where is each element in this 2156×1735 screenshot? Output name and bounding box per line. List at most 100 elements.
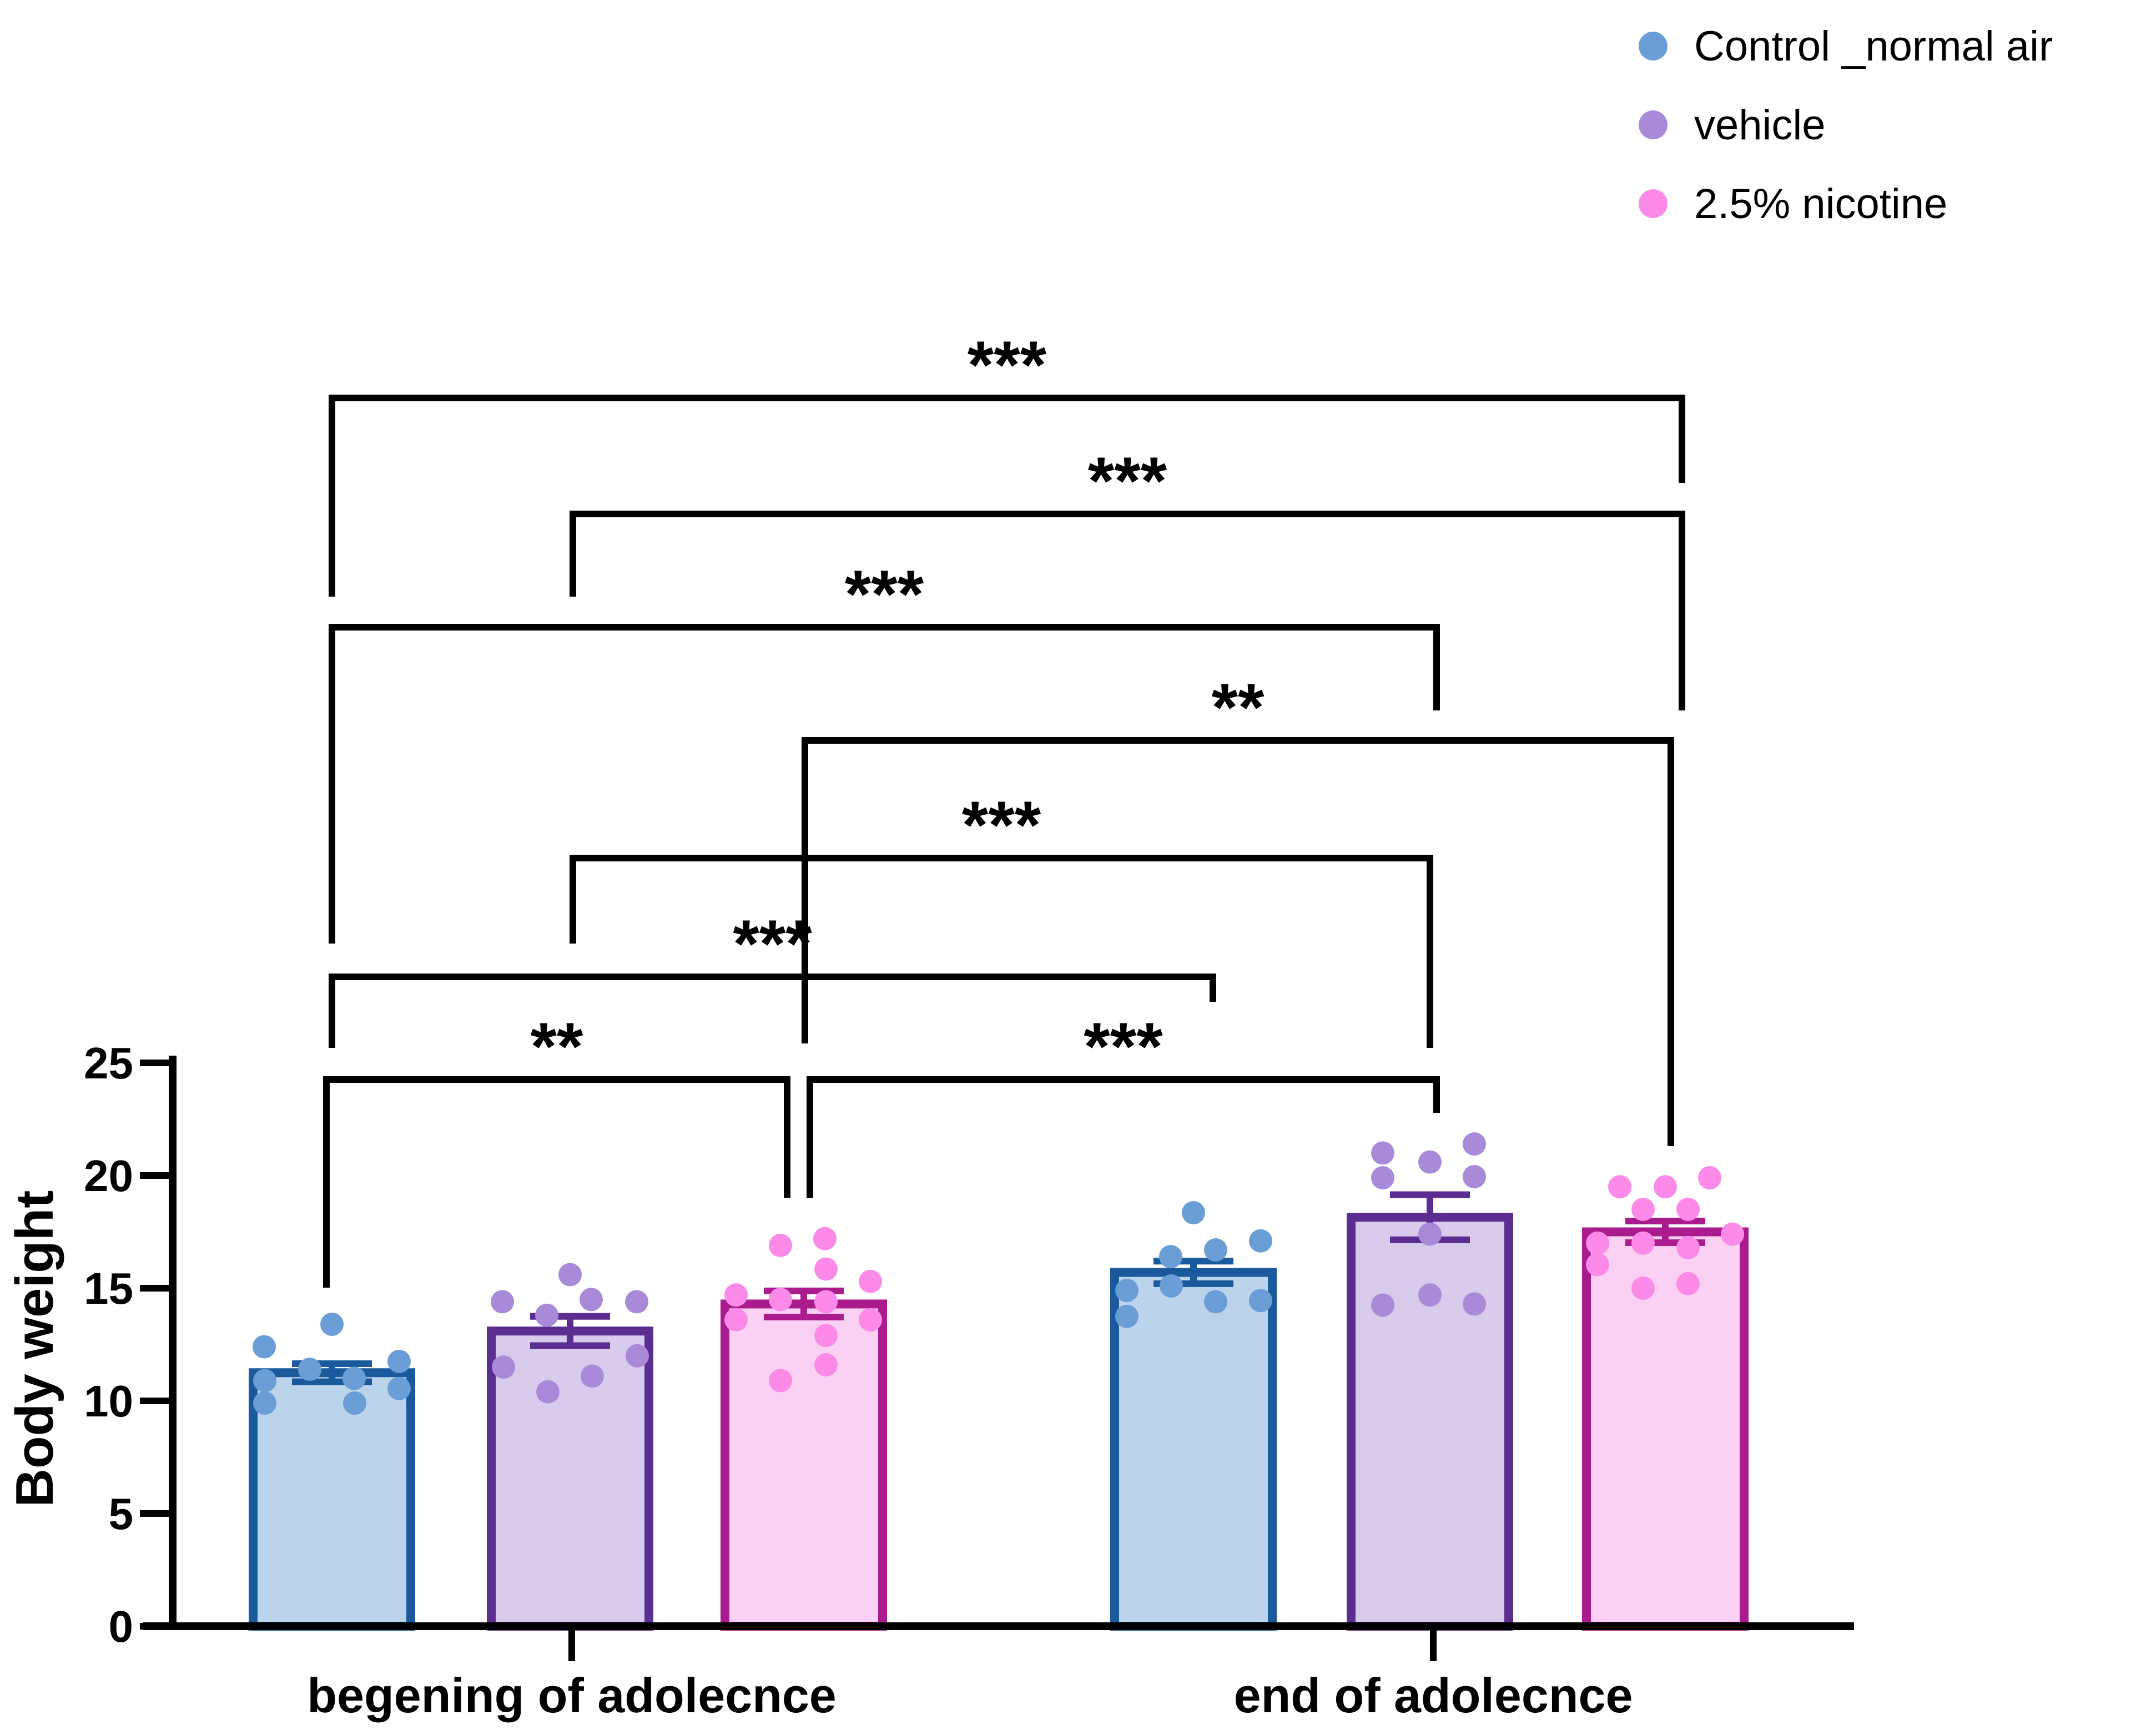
- y-axis-tick: [140, 1172, 169, 1179]
- data-point: [320, 1312, 344, 1336]
- significance-bracket: [807, 1076, 1440, 1198]
- y-axis-tick: [140, 1285, 169, 1292]
- data-point: [1160, 1274, 1183, 1298]
- data-point: [1115, 1279, 1139, 1303]
- legend-label-vehicle: vehicle: [1694, 101, 1826, 149]
- y-tick-label: 5: [109, 1489, 134, 1539]
- data-point: [536, 1380, 560, 1404]
- data-point: [1115, 1304, 1139, 1328]
- legend-item-nicotine: 2.5% nicotine: [1639, 173, 2053, 234]
- y-tick-label: 25: [84, 1038, 133, 1088]
- data-point: [1418, 1283, 1442, 1307]
- data-point: [769, 1233, 792, 1257]
- data-point: [253, 1391, 276, 1415]
- data-point: [1608, 1175, 1631, 1199]
- legend-label-nicotine: 2.5% nicotine: [1694, 180, 1948, 228]
- significance-stars: **: [531, 1008, 583, 1084]
- legend-marker-nicotine-icon: [1639, 189, 1668, 218]
- bar: [249, 1368, 415, 1631]
- data-point: [769, 1288, 792, 1312]
- x-axis-line: [143, 1622, 1854, 1630]
- data-point: [1676, 1197, 1700, 1221]
- data-point: [387, 1349, 411, 1373]
- data-point: [1631, 1277, 1655, 1300]
- data-point: [1676, 1235, 1700, 1259]
- data-point: [491, 1290, 514, 1314]
- bar: [1110, 1268, 1277, 1631]
- data-point: [724, 1308, 748, 1331]
- data-point: [581, 1364, 604, 1388]
- legend-item-control: Control _normal air: [1639, 16, 2053, 77]
- data-point: [1631, 1197, 1655, 1221]
- data-point: [1721, 1222, 1744, 1246]
- significance-stars: ***: [733, 906, 812, 981]
- significance-stars: ***: [1088, 443, 1167, 518]
- data-point: [1586, 1253, 1609, 1277]
- data-point: [814, 1257, 838, 1281]
- significance-stars: ***: [962, 787, 1041, 863]
- data-point: [1249, 1229, 1272, 1253]
- bar: [487, 1327, 653, 1631]
- y-axis-tick: [140, 1060, 169, 1066]
- data-point: [859, 1269, 882, 1293]
- data-point: [814, 1353, 838, 1377]
- data-point: [1182, 1201, 1205, 1224]
- significance-bracket: [329, 624, 1440, 944]
- data-point: [342, 1366, 366, 1390]
- data-point: [1676, 1272, 1700, 1295]
- data-point: [814, 1324, 838, 1348]
- data-point: [813, 1227, 837, 1250]
- y-axis-title: Body weight: [5, 1191, 64, 1507]
- significance-bracket: [802, 737, 1674, 1146]
- legend-marker-vehicle-icon: [1639, 110, 1668, 139]
- y-tick-label: 15: [84, 1264, 133, 1313]
- data-point: [1463, 1132, 1486, 1156]
- significance-stars: **: [1212, 669, 1265, 745]
- data-point: [535, 1303, 558, 1327]
- data-point: [343, 1391, 366, 1415]
- bar: [721, 1299, 887, 1631]
- data-point: [1371, 1166, 1394, 1190]
- data-point: [1698, 1166, 1721, 1190]
- y-tick-label: 20: [84, 1151, 133, 1201]
- y-axis-line: [169, 1056, 177, 1630]
- bar: [1582, 1227, 1749, 1631]
- y-axis-tick: [140, 1623, 169, 1630]
- data-point: [769, 1369, 792, 1393]
- data-point: [558, 1263, 582, 1287]
- data-point: [859, 1308, 882, 1331]
- y-tick-label: 10: [84, 1376, 133, 1426]
- data-point: [626, 1344, 649, 1368]
- legend-label-control: Control _normal air: [1694, 22, 2053, 70]
- bar: [1347, 1213, 1513, 1631]
- y-axis-tick: [140, 1510, 169, 1517]
- x-axis-tick: [1430, 1630, 1437, 1661]
- significance-bracket: [329, 395, 1685, 597]
- data-point: [1463, 1292, 1486, 1316]
- data-point: [253, 1369, 276, 1393]
- data-point: [1418, 1222, 1442, 1246]
- data-point: [1654, 1175, 1677, 1199]
- data-point: [492, 1355, 515, 1379]
- significance-stars: ***: [1084, 1008, 1163, 1084]
- data-point: [1204, 1290, 1227, 1314]
- significance-bracket: [329, 974, 1216, 1048]
- x-axis-tick: [568, 1630, 575, 1661]
- data-point: [625, 1290, 648, 1314]
- significance-stars: ***: [968, 327, 1047, 402]
- data-point: [1249, 1289, 1272, 1313]
- legend-item-vehicle: vehicle: [1639, 94, 2053, 155]
- data-point: [814, 1290, 838, 1314]
- significance-bracket: [323, 1076, 790, 1288]
- data-point: [387, 1376, 411, 1400]
- y-tick-label: 0: [109, 1602, 134, 1651]
- data-point: [1371, 1141, 1394, 1165]
- data-point: [1204, 1238, 1227, 1262]
- data-point: [1463, 1165, 1486, 1189]
- data-point: [253, 1335, 276, 1359]
- legend: Control _normal air vehicle 2.5% nicotin…: [1639, 16, 2053, 234]
- data-point: [1159, 1245, 1182, 1269]
- data-point: [724, 1283, 748, 1307]
- data-point: [298, 1358, 321, 1381]
